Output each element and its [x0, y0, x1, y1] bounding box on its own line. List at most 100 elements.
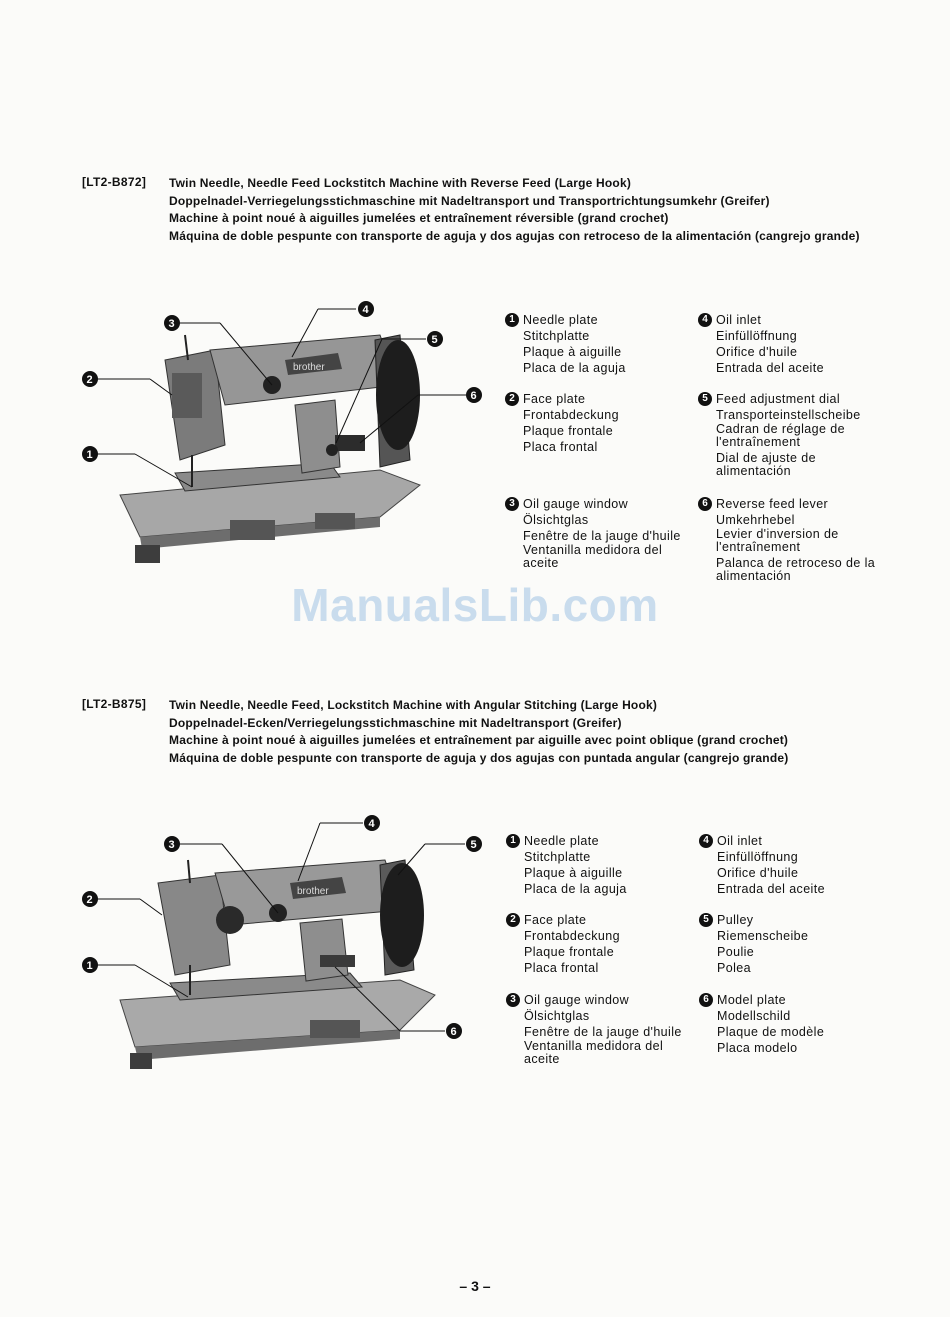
callout-2: 2	[82, 891, 98, 907]
callout-1: 1	[82, 446, 98, 462]
legend-number: 4	[698, 313, 712, 327]
legend-item-face-plate: 2 Face plate Frontabdeckung Plaque front…	[506, 912, 620, 976]
legend-line: Polea	[717, 961, 751, 975]
legend-line: Reverse feed lever	[716, 497, 829, 511]
legend-line: Fenêtre de la jauge d'huile	[524, 1025, 682, 1039]
title-spanish: Máquina de doble pespunte con transporte…	[169, 750, 789, 765]
legend-item-pulley: 5 Pulley Riemenscheibe Poulie Polea	[699, 912, 808, 976]
legend-item-needle-plate: 1 Needle plate Stitchplatte Plaque à aig…	[506, 833, 627, 897]
legend-line: Placa frontal	[523, 440, 598, 454]
legend-item-oil-inlet: 4 Oil inlet Einfüllöffnung Orifice d'hui…	[698, 312, 824, 376]
title-german: Doppelnadel-Ecken/Verriegelungsstichmasc…	[169, 715, 622, 730]
svg-text:3: 3	[169, 318, 175, 330]
svg-text:1: 1	[87, 960, 93, 972]
title-block: Twin Needle, Needle Feed Lockstitch Mach…	[169, 175, 860, 245]
callout-6: 6	[466, 387, 482, 403]
legend-number: 4	[699, 834, 713, 848]
brand-logo: brother	[293, 362, 325, 373]
legend-line: Frontabdeckung	[523, 408, 619, 422]
legend-line: Oil gauge window	[524, 993, 630, 1007]
callout-2: 2	[82, 371, 98, 387]
callout-1: 1	[82, 957, 98, 973]
legend-line: Umkehrhebel	[716, 513, 795, 527]
sewing-machine-illustration: brother 1 2	[80, 295, 490, 565]
callout-4: 4	[358, 301, 374, 317]
legend-line: Entrada del aceite	[717, 882, 825, 896]
svg-text:6: 6	[471, 390, 477, 402]
legend-line: Orifice d'huile	[716, 345, 798, 359]
legend-line: Plaque à aiguille	[524, 866, 623, 880]
legend-line: Plaque frontale	[524, 945, 615, 959]
callout-3: 3	[164, 315, 180, 331]
legend-item-feed-adjustment-dial: 5 Feed adjustment dial Transporteinstell…	[698, 391, 891, 481]
title-french: Machine à point noué à aiguilles jumelée…	[169, 211, 669, 225]
legend-line: Needle plate	[524, 834, 599, 848]
legend-line: Frontabdeckung	[524, 929, 620, 943]
legend-line: Orifice d'huile	[717, 866, 799, 880]
svg-text:1: 1	[87, 449, 93, 461]
legend-line: Oil gauge window	[523, 497, 629, 511]
title-english: Twin Needle, Needle Feed Lockstitch Mach…	[169, 176, 632, 190]
svg-text:3: 3	[169, 839, 175, 851]
model-code: [LT2-B872]	[82, 175, 147, 189]
legend-line: Face plate	[523, 392, 586, 406]
sewing-machine-illustration: brother 1 2 3 4 5 6	[80, 815, 490, 1075]
legend-line: Transporteinstellscheibe	[716, 408, 861, 422]
legend-line: Riemenscheibe	[717, 929, 809, 943]
legend-line: Pulley	[717, 913, 754, 927]
legend-line: Palanca de retroceso de la alimentación	[716, 556, 876, 583]
svg-text:2: 2	[87, 894, 93, 906]
legend-line: Dial de ajuste de alimentación	[716, 451, 816, 478]
svg-text:2: 2	[87, 374, 93, 386]
svg-text:6: 6	[451, 1026, 457, 1038]
model-code: [LT2-B875]	[82, 697, 147, 711]
legend-line: Placa de la aguja	[523, 361, 626, 375]
legend-line: Oil inlet	[716, 313, 762, 327]
title-block: Twin Needle, Needle Feed, Lockstitch Mac…	[169, 697, 788, 767]
legend-line: Poulie	[717, 945, 755, 959]
legend-line: Stitchplatte	[524, 850, 591, 864]
legend-line: Oil inlet	[717, 834, 763, 848]
legend-item-oil-inlet: 4 Oil inlet Einfüllöffnung Orifice d'hui…	[699, 833, 825, 897]
legend-item-oil-gauge-window: 3 Oil gauge window Ölsichtglas Fenêtre d…	[505, 496, 698, 573]
title-english: Twin Needle, Needle Feed, Lockstitch Mac…	[169, 698, 658, 712]
legend-item-oil-gauge-window: 3 Oil gauge window Ölsichtglas Fenêtre d…	[506, 992, 699, 1069]
legend-number: 2	[505, 392, 519, 406]
legend-line: Entrada del aceite	[716, 361, 824, 375]
legend-number: 6	[698, 497, 712, 511]
legend-item-model-plate: 6 Model plate Modellschild Plaque de mod…	[699, 992, 824, 1056]
legend-line: Plaque de modèle	[717, 1025, 825, 1039]
svg-text:4: 4	[363, 304, 370, 316]
watermark: ManualsLib.com	[291, 579, 659, 631]
title-spanish: Máquina de doble pespunte con transporte…	[169, 228, 860, 243]
legend-item-face-plate: 2 Face plate Frontabdeckung Plaque front…	[505, 391, 619, 455]
legend-line: Modellschild	[717, 1009, 791, 1023]
svg-text:4: 4	[369, 818, 376, 830]
legend-line: Ölsichtglas	[523, 513, 589, 527]
brand-logo: brother	[297, 886, 329, 897]
svg-text:5: 5	[471, 839, 477, 851]
legend-line: Einfüllöffnung	[717, 850, 799, 864]
legend-line: Ölsichtglas	[524, 1009, 590, 1023]
legend-number: 5	[699, 913, 713, 927]
legend-number: 1	[506, 834, 520, 848]
legend-line: Fenêtre de la jauge d'huile	[523, 529, 681, 543]
legend-number: 6	[699, 993, 713, 1007]
legend-line: Plaque frontale	[523, 424, 614, 438]
legend-line: Placa de la aguja	[524, 882, 627, 896]
legend-line: Placa modelo	[717, 1041, 798, 1055]
legend-item-reverse-feed-lever: 6 Reverse feed lever Umkehrhebel Levier …	[698, 496, 891, 586]
legend-line: Model plate	[717, 993, 787, 1007]
callout-6: 6	[446, 1023, 462, 1039]
legend-number: 2	[506, 913, 520, 927]
legend-number: 3	[506, 993, 520, 1007]
callout-3: 3	[164, 836, 180, 852]
title-german: Doppelnadel-Verriegelungsstichmaschine m…	[169, 193, 770, 208]
svg-text:5: 5	[432, 334, 438, 346]
legend-line: Feed adjustment dial	[716, 392, 841, 406]
callout-5: 5	[466, 836, 482, 852]
legend-line: Stitchplatte	[523, 329, 590, 343]
legend-line: Ventanilla medidora del aceite	[524, 1039, 664, 1066]
title-french: Machine à point noué à aiguilles jumelée…	[169, 733, 789, 747]
legend-line: Levier d'inversion de l'entraînement	[716, 527, 839, 554]
